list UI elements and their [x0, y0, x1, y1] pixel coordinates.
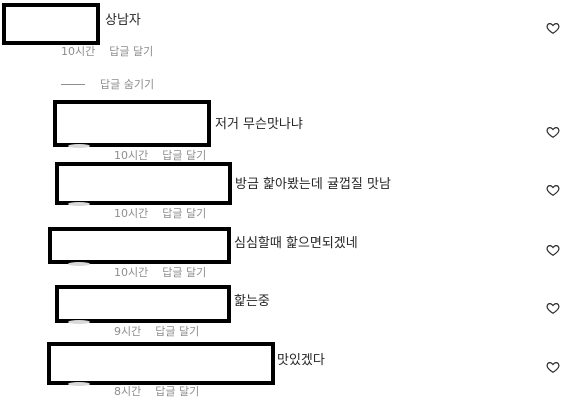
- like-button[interactable]: [546, 301, 560, 315]
- reply-button[interactable]: 답글 달기: [162, 266, 207, 279]
- reply-button[interactable]: 답글 달기: [162, 207, 207, 220]
- reply-time: 10시간: [114, 207, 149, 220]
- reply-text: 저거 무슨맛나냐: [215, 117, 303, 132]
- reply-meta: 10시간 답글 달기: [114, 149, 206, 163]
- redacted-avatar-username: [2, 3, 100, 45]
- heart-outline-icon: [546, 185, 560, 196]
- reply-text: 핥는중: [234, 294, 270, 309]
- reply-meta: 8시간 답글 달기: [114, 385, 199, 399]
- comment-meta: 10시간 답글 달기: [61, 45, 153, 59]
- reply-meta: 10시간 답글 달기: [114, 266, 206, 280]
- reply-time: 10시간: [114, 266, 149, 279]
- redacted-avatar-username: [55, 162, 232, 205]
- like-button[interactable]: [546, 125, 560, 139]
- heart-outline-icon: [546, 245, 560, 256]
- redacted-avatar-username: [53, 100, 211, 147]
- reply-text: 맛있겠다: [277, 353, 325, 368]
- reply-text: 방금 핥아봤는데 귤껍질 맛남: [235, 177, 391, 192]
- like-button[interactable]: [546, 360, 560, 374]
- redacted-avatar-username: [48, 227, 231, 264]
- like-button[interactable]: [546, 21, 560, 35]
- reply-button[interactable]: 답글 달기: [155, 325, 200, 338]
- avatar-shadow: [68, 144, 90, 148]
- reply-time: 9시간: [114, 325, 142, 338]
- heart-outline-icon: [546, 303, 560, 314]
- reply-meta: 9시간 답글 달기: [114, 325, 199, 339]
- heart-outline-icon: [546, 23, 560, 34]
- avatar-shadow: [68, 320, 90, 324]
- thread-divider: [61, 84, 85, 85]
- heart-outline-icon: [546, 362, 560, 373]
- like-button[interactable]: [546, 183, 560, 197]
- avatar-shadow: [68, 382, 90, 386]
- comment-time: 10시간: [61, 45, 96, 58]
- comment-text: 상남자: [105, 13, 141, 28]
- heart-outline-icon: [546, 127, 560, 138]
- reply-button[interactable]: 답글 달기: [155, 385, 200, 398]
- redacted-avatar-username: [47, 342, 275, 385]
- hide-replies-button[interactable]: 답글 숨기기: [100, 78, 155, 91]
- avatar-shadow: [68, 202, 90, 206]
- reply-meta: 10시간 답글 달기: [114, 207, 206, 221]
- avatar-shadow: [68, 262, 90, 266]
- reply-time: 10시간: [114, 149, 149, 162]
- reply-button[interactable]: 답글 달기: [109, 45, 154, 58]
- reply-text: 심심할때 핥으면되겠네: [234, 236, 358, 251]
- reply-time: 8시간: [114, 385, 142, 398]
- redacted-avatar-username: [55, 285, 231, 323]
- reply-button[interactable]: 답글 달기: [162, 149, 207, 162]
- like-button[interactable]: [546, 243, 560, 257]
